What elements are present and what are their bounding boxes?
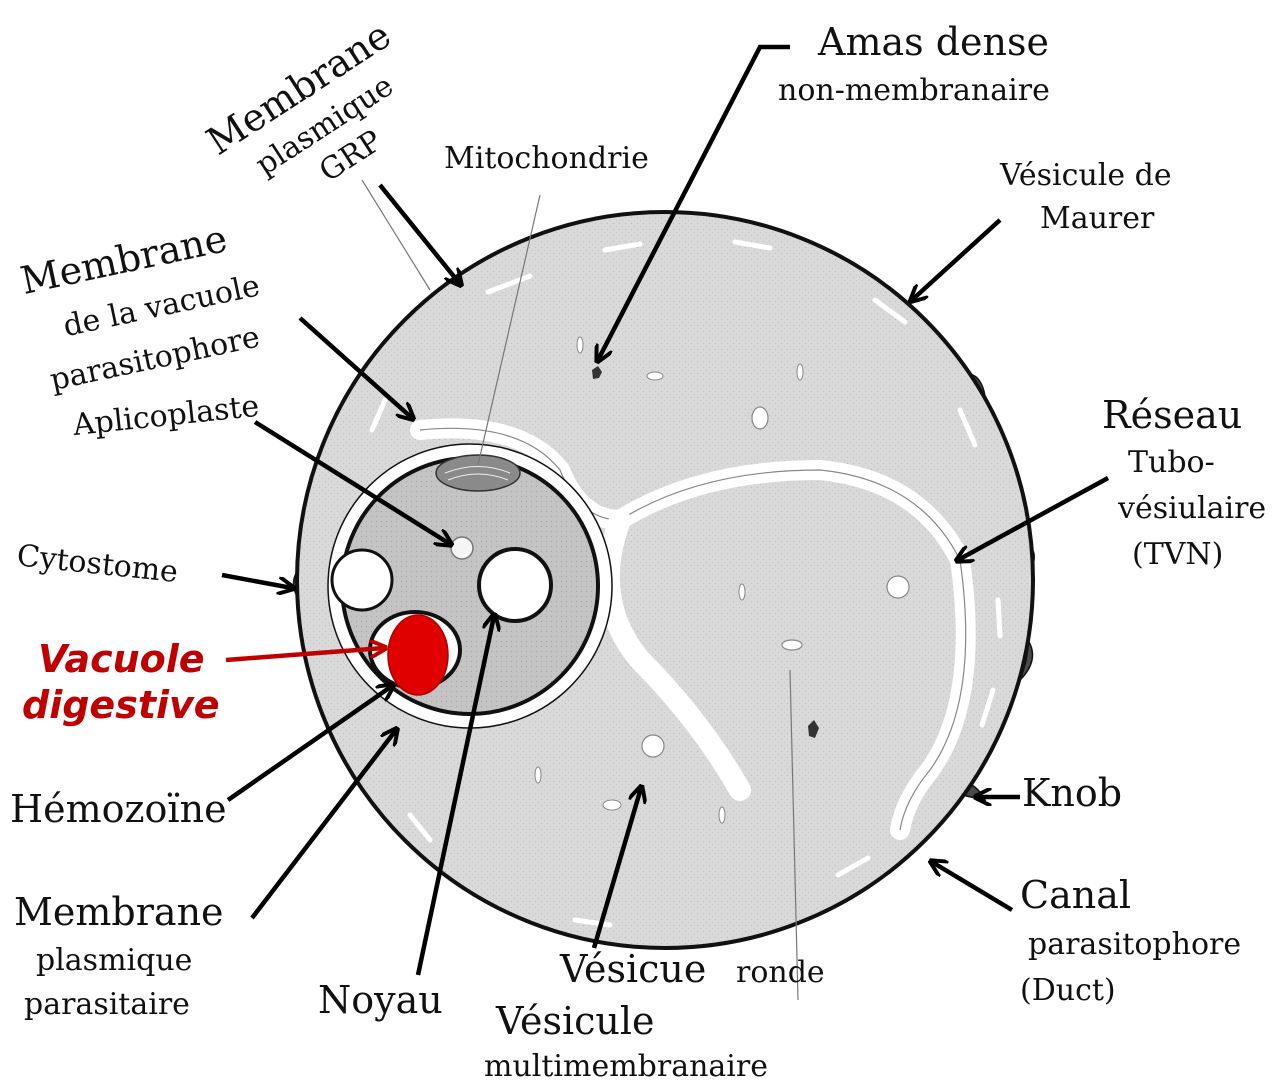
label-maurer-1: Vésicule de [999, 158, 1172, 193]
vesicle [782, 640, 802, 650]
label-canal-3: (Duct) [1020, 973, 1116, 1008]
label-noyau: Noyau [318, 978, 443, 1022]
nucleus [479, 549, 551, 621]
vesicle [719, 807, 725, 823]
label-reseau-1: Réseau [1102, 393, 1242, 437]
label-vacuole-digestive-1: Vacuole [38, 637, 205, 681]
vesicle [739, 584, 745, 600]
vesicle [535, 767, 541, 783]
label-membrane-parasitaire-3: parasitaire [24, 987, 190, 1022]
label-aplicoplaste: Aplicoplaste [70, 389, 260, 443]
label-canal-2: parasitophore [1028, 927, 1241, 962]
arrow-maurer [912, 220, 1000, 300]
label-hemozoine: Hémozoïne [10, 787, 227, 831]
vesicle [887, 576, 909, 598]
label-cytostome: Cytostome [15, 538, 180, 590]
label-vesicule-multi-2: multimembranaire [484, 1049, 768, 1081]
label-reseau-4: (TVN) [1132, 537, 1223, 572]
red-blood-cell [293, 180, 1034, 1000]
label-vesicule-multi-1: Vésicule [495, 999, 655, 1043]
label-knob: Knob [1022, 771, 1122, 815]
vesicle [603, 800, 621, 810]
label-amas-dense-1: Amas dense [817, 20, 1049, 64]
label-canal-1: Canal [1020, 873, 1131, 917]
vesicle [797, 364, 803, 380]
label-maurer-2: Maurer [1040, 201, 1155, 236]
label-amas-dense-2: non-membranaire [778, 73, 1050, 108]
label-mitochondrie: Mitochondrie [444, 141, 649, 176]
arrow-grp [380, 185, 460, 284]
apicoplast [451, 537, 473, 559]
label-membrane-parasitaire-2: plasmique [36, 943, 192, 978]
arrow-cytostome [222, 575, 292, 588]
mitochondrion [436, 455, 520, 491]
label-vesicue-ronde-2: ronde [736, 955, 825, 990]
label-membrane-parasitaire-1: Membrane [14, 890, 224, 934]
label-reseau-3: vésiulaire [1117, 491, 1266, 526]
vesicle [577, 337, 583, 353]
round-vesicle [642, 735, 664, 757]
cytostome [332, 550, 392, 610]
arrow-canal [932, 862, 1012, 910]
vesicle [647, 372, 663, 380]
label-vacuole-digestive-2: digestive [22, 683, 220, 727]
label-reseau-2: Tubo- [1128, 445, 1215, 480]
arrow-parasite-membrane [252, 730, 396, 918]
label-vesicue-ronde-1: Vésicue [559, 947, 706, 991]
vesicle [752, 407, 768, 429]
digestive-vacuole-highlight [388, 615, 448, 695]
